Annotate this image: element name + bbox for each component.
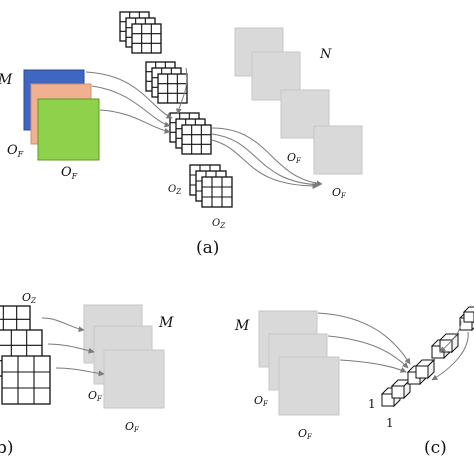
arrow-b-2 — [47, 343, 95, 354]
unit-cubes-c — [380, 306, 474, 408]
label-of-c-2: OF — [298, 427, 313, 441]
label-oz-b: OZ — [22, 291, 36, 305]
label-m-c: M — [234, 318, 250, 334]
arrow-c-4 — [439, 317, 462, 353]
unit-cube-8 — [462, 306, 474, 324]
input-map-green — [37, 98, 100, 161]
arrow-a-3 — [99, 109, 171, 134]
arrow-c-2 — [327, 335, 409, 369]
output-map-b-3 — [103, 349, 165, 409]
arrow-a-1 — [85, 71, 173, 119]
arrow-c-1 — [317, 312, 411, 365]
kernel-stack-a-upper-layer-3 — [157, 73, 188, 104]
label-of-left: OF — [7, 143, 24, 159]
label-m-b: M — [158, 315, 174, 331]
arrow-c-3 — [339, 359, 407, 373]
panel-a: M OF OF OZ OZ N OF OF (a) — [0, 11, 363, 258]
output-map-c-3 — [278, 356, 340, 416]
label-m-a: M — [0, 72, 13, 88]
label-oz-2: OZ — [212, 218, 225, 230]
panel-c: M OF OF 1 1 (c) — [234, 306, 474, 458]
arrow-a-7 — [211, 139, 319, 189]
caption-b: b) — [0, 438, 14, 458]
label-of-b-2: OF — [125, 420, 140, 434]
arrow-b-3 — [55, 367, 105, 377]
unit-cube-2 — [390, 378, 412, 400]
label-one-b: 1 — [386, 416, 394, 430]
kernel-grid-b-3-layer-1 — [1, 355, 51, 405]
label-one-a: 1 — [368, 397, 376, 411]
label-of-bottom: OF — [61, 165, 78, 181]
label-of-right: OF — [332, 186, 347, 200]
label-oz-1: OZ — [168, 184, 181, 196]
arrow-a-4 — [175, 67, 188, 115]
label-n: N — [319, 47, 332, 62]
caption-c: (c) — [424, 438, 447, 458]
kernel-stack-a-middle-layer-3 — [181, 124, 212, 155]
arrow-a-5 — [211, 127, 323, 187]
label-of-mid: OF — [287, 151, 302, 165]
kernel-grids-b — [0, 305, 51, 405]
output-map-a-4 — [313, 125, 363, 175]
kernel-stack-a-top-layer-3 — [131, 23, 162, 54]
kernel-grids-a — [119, 11, 233, 208]
unit-cube-4 — [414, 358, 436, 380]
label-of-c-1: OF — [254, 394, 269, 408]
arrow-a-6 — [211, 133, 321, 188]
arrow-c-5 — [431, 331, 469, 381]
caption-a: (a) — [196, 238, 219, 258]
label-of-b-1: OF — [88, 389, 103, 403]
panel-b: OZ M OF OF b) — [0, 291, 174, 458]
kernel-stack-a-bottom-layer-3 — [201, 176, 233, 208]
arrow-a-2 — [91, 85, 171, 128]
arrow-b-1 — [41, 317, 85, 333]
